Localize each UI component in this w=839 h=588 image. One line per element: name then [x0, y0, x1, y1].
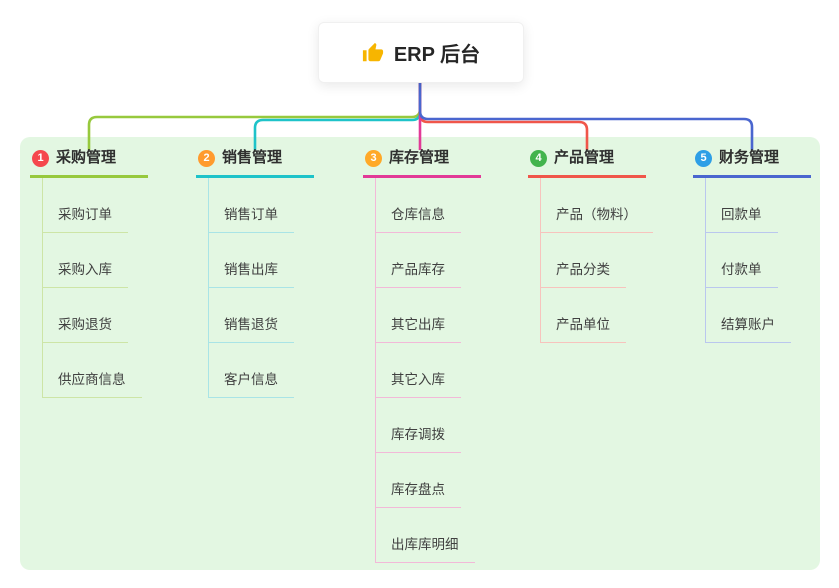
child-node[interactable]: 回款单 [706, 178, 778, 233]
branch-label: 采购管理 [56, 149, 117, 166]
branch-children: 仓库信息产品库存其它出库其它入库库存调拨库存盘点出库库明细 [375, 178, 475, 563]
branch-node-5[interactable]: 5 财务管理 [693, 148, 811, 178]
child-node[interactable]: 库存盘点 [376, 453, 461, 508]
child-node[interactable]: 仓库信息 [376, 178, 461, 233]
child-node[interactable]: 产品单位 [541, 288, 626, 343]
branch-5: 5 财务管理回款单付款单结算账户 [693, 148, 811, 343]
branch-number-badge: 5 [695, 149, 712, 167]
branch-children: 回款单付款单结算账户 [705, 178, 791, 343]
branch-2: 2 销售管理销售订单销售出库销售退货客户信息 [196, 148, 314, 398]
branch-number-badge: 3 [365, 149, 382, 167]
child-node[interactable]: 产品（物料） [541, 178, 653, 233]
branch-number-badge: 4 [530, 149, 547, 167]
child-node[interactable]: 产品分类 [541, 233, 626, 288]
thumbs-up-icon [362, 42, 384, 64]
branch-node-1[interactable]: 1 采购管理 [30, 148, 148, 178]
child-node[interactable]: 销售订单 [209, 178, 294, 233]
branch-children: 销售订单销售出库销售退货客户信息 [208, 178, 294, 398]
child-node[interactable]: 采购退货 [43, 288, 128, 343]
branch-node-3[interactable]: 3 库存管理 [363, 148, 481, 178]
branch-4: 4 产品管理产品（物料）产品分类产品单位 [528, 148, 653, 343]
child-node[interactable]: 采购订单 [43, 178, 128, 233]
branch-label: 销售管理 [222, 149, 283, 166]
child-node[interactable]: 产品库存 [376, 233, 461, 288]
branch-3: 3 库存管理仓库信息产品库存其它出库其它入库库存调拨库存盘点出库库明细 [363, 148, 481, 563]
child-node[interactable]: 其它出库 [376, 288, 461, 343]
branch-number-badge: 2 [198, 149, 215, 167]
branch-label: 财务管理 [719, 149, 780, 166]
branch-children: 采购订单采购入库采购退货供应商信息 [42, 178, 142, 398]
branch-label: 库存管理 [389, 149, 450, 166]
child-node[interactable]: 出库库明细 [376, 508, 475, 563]
child-node[interactable]: 付款单 [706, 233, 778, 288]
child-node[interactable]: 结算账户 [706, 288, 791, 343]
child-node[interactable]: 客户信息 [209, 343, 294, 398]
branch-node-4[interactable]: 4 产品管理 [528, 148, 646, 178]
branch-1: 1 采购管理采购订单采购入库采购退货供应商信息 [30, 148, 148, 398]
background-panel [20, 137, 820, 570]
branch-label: 产品管理 [554, 149, 615, 166]
root-node[interactable]: ERP 后台 [318, 22, 524, 83]
branch-children: 产品（物料）产品分类产品单位 [540, 178, 653, 343]
branch-number-badge: 1 [32, 149, 49, 167]
root-label: ERP 后台 [393, 44, 481, 66]
child-node[interactable]: 销售出库 [209, 233, 294, 288]
child-node[interactable]: 库存调拨 [376, 398, 461, 453]
child-node[interactable]: 销售退货 [209, 288, 294, 343]
child-node[interactable]: 供应商信息 [43, 343, 142, 398]
child-node[interactable]: 采购入库 [43, 233, 128, 288]
branch-node-2[interactable]: 2 销售管理 [196, 148, 314, 178]
child-node[interactable]: 其它入库 [376, 343, 461, 398]
